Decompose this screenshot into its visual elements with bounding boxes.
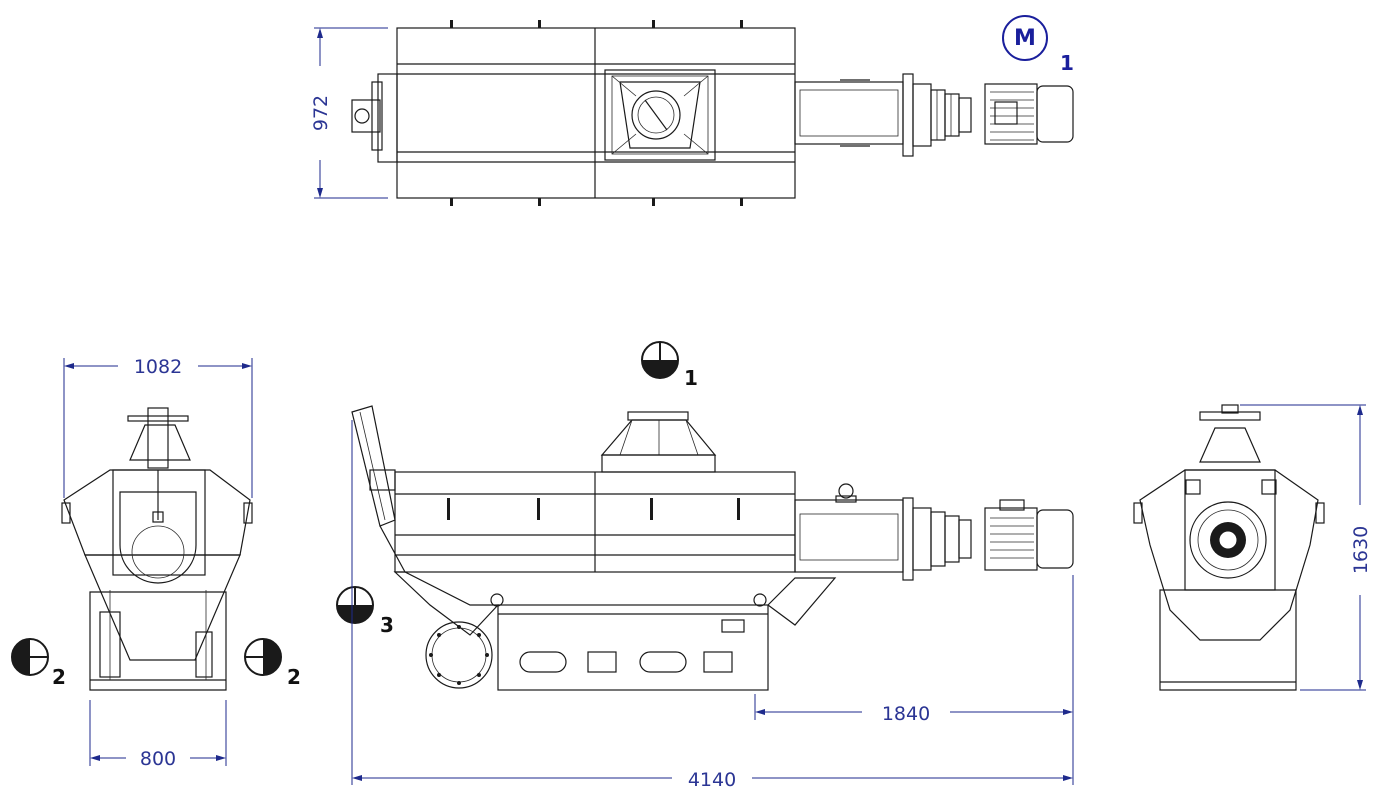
motor-index: 1: [1060, 51, 1074, 75]
flow-inlet-index: 1: [684, 366, 698, 390]
dim-top-width: 972: [310, 27, 388, 199]
flow-left-index: 2: [52, 665, 66, 689]
right-end-view: [1133, 404, 1325, 691]
front-view: [351, 405, 1074, 691]
dim-side-width: 1082: [63, 356, 253, 498]
flow-marker-right: 2: [244, 638, 301, 689]
motor-letter: M: [1014, 26, 1036, 51]
flow-marker-left: 2: [11, 638, 66, 689]
left-end-view: [61, 407, 253, 691]
dim-overall-height: 1630: [1240, 404, 1372, 691]
dim-drive-length: 1840: [754, 694, 1073, 725]
dim-overall-length: 4140: [351, 420, 1074, 791]
motor-callout: M 1: [1002, 15, 1074, 75]
top-view: [351, 20, 1074, 206]
dim-972-label: 972: [310, 95, 332, 131]
dim-base-width: 800: [89, 700, 227, 770]
dim-1630-label: 1630: [1350, 526, 1372, 574]
flow-outlet-index: 3: [380, 613, 394, 637]
dim-4140-label: 4140: [688, 769, 736, 791]
flow-right-index: 2: [287, 665, 301, 689]
flow-marker-outlet: 3: [336, 586, 394, 637]
dim-1082-label: 1082: [134, 356, 182, 378]
dim-1840-label: 1840: [882, 703, 930, 725]
flow-marker-inlet: 1: [641, 341, 698, 390]
dim-800-label: 800: [140, 748, 176, 770]
